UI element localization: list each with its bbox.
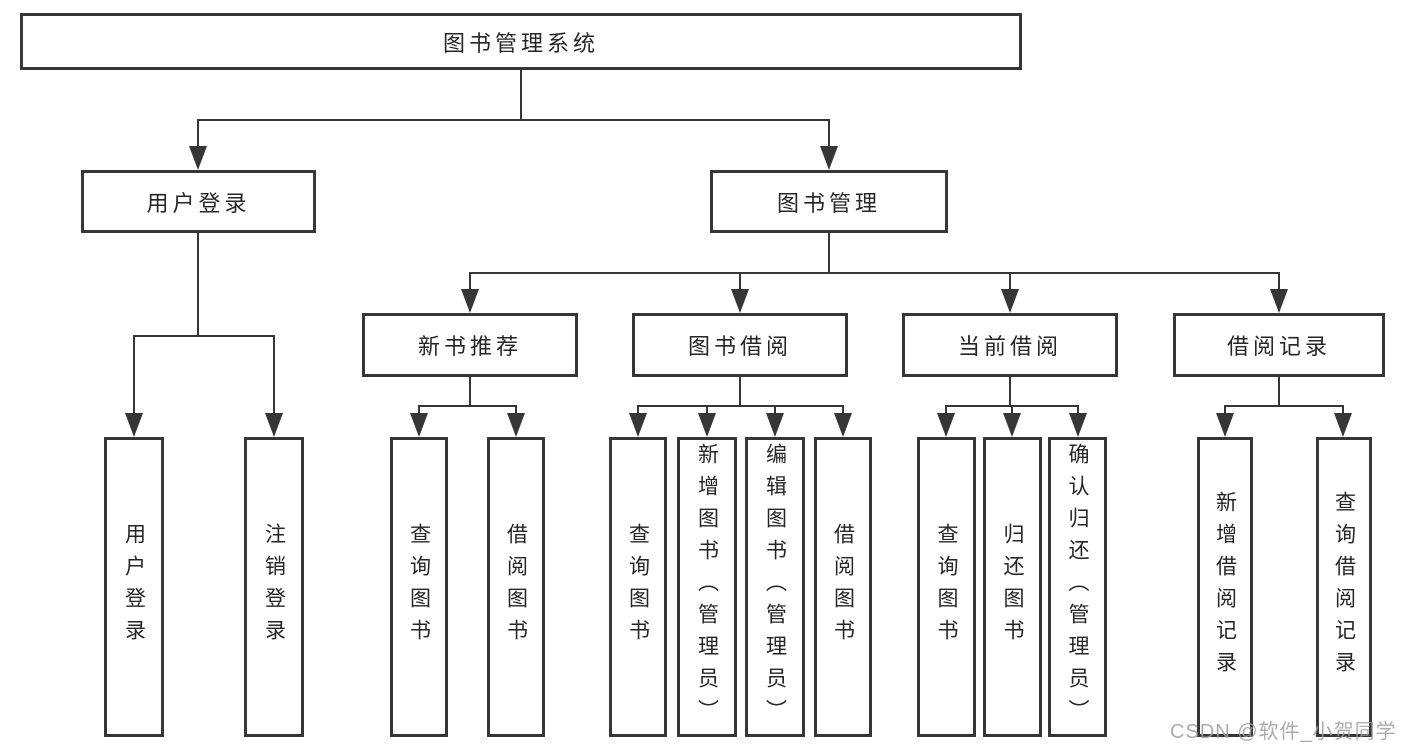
leaf-nb-borrow-books-label: 借阅图书	[504, 523, 528, 651]
connector-to-bb-borrow	[842, 405, 844, 415]
leaf-bb-add-books-admin: 新增图书（管理员）	[677, 437, 737, 737]
connector-to-leaf-user-login	[133, 335, 135, 415]
leaf-br-add-record: 新增借阅记录	[1197, 437, 1253, 737]
node-library-system: 图书管理系统	[20, 13, 1022, 70]
leaf-bb-edit-books-admin: 编辑图书（管理员）	[745, 437, 805, 737]
arrowhead-bb-edit	[766, 413, 784, 437]
connector-to-current-borrow	[1009, 272, 1011, 291]
arrowhead-br-query	[1334, 413, 1352, 437]
leaf-cb-query-books: 查询图书	[917, 437, 976, 737]
connector-book-borrow-hline	[638, 405, 843, 407]
arrowhead-nb-borrow	[507, 413, 525, 437]
connector-new-book-hline	[419, 405, 516, 407]
leaf-br-query-record-label: 查询借阅记录	[1332, 491, 1356, 683]
connector-to-cb-return	[1011, 405, 1013, 415]
node-new-book-recommend: 新书推荐	[362, 313, 578, 377]
leaf-user-login-label: 用户登录	[122, 523, 146, 651]
connector-to-cb-query	[945, 405, 947, 415]
leaf-cb-confirm-return-admin-label: 确认归还（管理员）	[1066, 443, 1089, 731]
arrowhead-br-add	[1216, 413, 1234, 437]
connector-to-nb-query	[418, 405, 420, 415]
leaf-cb-confirm-return-admin: 确认归还（管理员）	[1048, 437, 1107, 737]
node-current-borrowing: 当前借阅	[902, 313, 1118, 377]
arrowhead-book-management	[820, 146, 838, 170]
leaf-bb-borrow-books: 借阅图书	[814, 437, 872, 737]
connector-to-br-query	[1342, 405, 1344, 415]
arrowhead-bb-query	[629, 413, 647, 437]
connector-to-user-login	[197, 119, 199, 148]
arrowhead-cb-confirm	[1069, 413, 1087, 437]
leaf-logout-label: 注销登录	[262, 523, 286, 651]
leaf-br-add-record-label: 新增借阅记录	[1213, 491, 1237, 683]
arrowhead-borrow-records	[1270, 289, 1288, 313]
leaf-user-login: 用户登录	[104, 437, 164, 737]
leaf-bb-borrow-books-label: 借阅图书	[831, 523, 855, 651]
leaf-bb-add-books-admin-label: 新增图书（管理员）	[695, 443, 719, 731]
connector-current-borrow-stem	[1009, 376, 1011, 406]
connector-root-stem	[520, 69, 522, 120]
arrowhead-bb-borrow	[834, 413, 852, 437]
arrowhead-current-borrow	[1001, 289, 1019, 313]
node-book-borrowing: 图书借阅	[632, 313, 848, 377]
node-user-login: 用户登录	[81, 170, 316, 233]
connector-to-new-book	[469, 272, 471, 291]
connector-to-book-borrow	[739, 272, 741, 291]
connector-to-bb-edit	[774, 405, 776, 415]
node-book-management: 图书管理	[710, 170, 948, 233]
connector-to-bb-query	[637, 405, 639, 415]
arrowhead-cb-query	[937, 413, 955, 437]
connector-to-nb-borrow	[515, 405, 517, 415]
arrowhead-leaf-user-login	[125, 413, 143, 437]
csdn-watermark: CSDN @软件_小贺同学	[1170, 721, 1397, 743]
leaf-nb-query-books: 查询图书	[390, 437, 448, 737]
leaf-cb-return-books: 归还图书	[983, 437, 1042, 737]
connector-book-management-hline	[470, 272, 1279, 274]
leaf-logout: 注销登录	[244, 437, 304, 737]
connector-book-management-stem	[828, 232, 830, 273]
leaf-nb-borrow-books: 借阅图书	[487, 437, 545, 737]
arrowhead-book-borrow	[731, 289, 749, 313]
connector-to-cb-confirm	[1077, 405, 1079, 415]
connector-to-leaf-logout	[273, 335, 275, 415]
connector-to-br-add	[1224, 405, 1226, 415]
arrowhead-nb-query	[410, 413, 428, 437]
leaf-cb-query-books-label: 查询图书	[935, 523, 958, 651]
arrowhead-leaf-logout	[265, 413, 283, 437]
arrowhead-user-login	[189, 146, 207, 170]
connector-root-hline	[198, 119, 830, 121]
connector-borrow-records-hline	[1225, 405, 1343, 407]
leaf-bb-query-books: 查询图书	[609, 437, 667, 737]
connector-book-borrow-stem	[739, 375, 741, 406]
connector-user-login-stem	[197, 232, 199, 336]
arrowhead-bb-add	[698, 413, 716, 437]
arrowhead-cb-return	[1003, 413, 1021, 437]
leaf-br-query-record: 查询借阅记录	[1316, 437, 1372, 737]
connector-user-login-hline	[134, 335, 274, 337]
connector-to-bb-add	[706, 405, 708, 415]
node-borrow-records: 借阅记录	[1173, 313, 1385, 377]
connector-to-book-management	[828, 119, 830, 148]
connector-new-book-stem	[469, 376, 471, 406]
connector-to-borrow-records	[1278, 272, 1280, 291]
leaf-bb-query-books-label: 查询图书	[626, 523, 650, 651]
leaf-nb-query-books-label: 查询图书	[407, 523, 431, 651]
leaf-cb-return-books-label: 归还图书	[1001, 523, 1024, 651]
connector-borrow-records-stem	[1278, 376, 1280, 406]
leaf-bb-edit-books-admin-label: 编辑图书（管理员）	[763, 443, 787, 731]
arrowhead-new-book	[461, 289, 479, 313]
